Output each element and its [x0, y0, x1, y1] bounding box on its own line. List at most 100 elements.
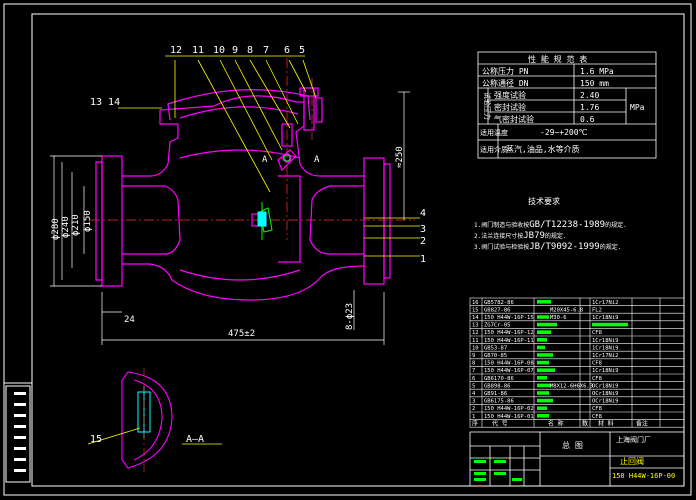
part-code: GB53-87 [484, 345, 507, 351]
spec-header: 性 能 规 范 表 [528, 54, 587, 64]
parts-header-cell: 名 称 [548, 419, 564, 427]
note-1: 1.阀门制造与验收按GB/T12238-1989的规定. [474, 220, 627, 230]
spec-table: 性 能 规 范 表 公称压力 PN 1.6 MPa 公称通径 DN 150 mm… [477, 51, 657, 159]
parts-header-cell: 序 [472, 419, 478, 427]
part-code: 150 H44W-16P-08 [484, 361, 534, 367]
part-name-mark [537, 315, 549, 319]
balloon-13-14: 13 14 [90, 97, 120, 108]
part-no: 5 [472, 383, 475, 389]
notes-title: 技术要求 [528, 196, 560, 206]
part-name-mark [537, 360, 549, 365]
spec-test-group: 试验压力 [483, 92, 492, 120]
dim-d210: ϕ210 [71, 214, 81, 236]
section-leader [87, 427, 222, 445]
part-code: 150 H44W-16P-02 [484, 406, 534, 412]
part-material: OCr18Ni9 [592, 391, 619, 397]
leader-lines [118, 55, 420, 257]
part-name-mark [537, 338, 547, 342]
part-no: 12 [472, 330, 479, 336]
parts-header-cell: 代 号 [492, 419, 508, 427]
dim-bolts: 8-ϕ23 [345, 303, 355, 330]
part-material: CF8 [592, 361, 602, 367]
part-code: GB91-86 [484, 391, 507, 397]
note-2-prefix: 2.法兰连接尺寸按 [474, 232, 523, 240]
parts-header-cell: 材 料 [598, 419, 614, 427]
part-code: ZG7Cr-05 [484, 323, 511, 329]
part-no: 16 [472, 300, 479, 306]
dimension-labels: ϕ280 ϕ240 ϕ210 ϕ150 ≈250 475±2 24 8-ϕ23 [51, 146, 405, 339]
parts-header-cell: 数 [582, 419, 588, 427]
title-block: 总 图 上海阀门厂 止回阀 150 H44W-16P-00 [469, 431, 685, 487]
spec-medium-value: 蒸汽,油品,水等介质 [506, 144, 580, 154]
spec-medium-label: 适用介质 [480, 145, 508, 154]
spec-pn-label: 公称压力 PN [482, 66, 529, 76]
part-no: 9 [472, 353, 475, 359]
left-binding-strip [5, 385, 31, 483]
part-code: 150 H44W-16P-07 [484, 368, 534, 374]
part-code: GB70-85 [484, 353, 507, 359]
part-code: GB5782-86 [484, 300, 514, 306]
part-no: 4 [472, 391, 476, 397]
title-block-stamps [474, 460, 522, 481]
dim-d240: ϕ240 [61, 216, 71, 238]
part-no: 14 [472, 315, 479, 321]
spec-temp-value: -29~+200℃ [540, 128, 588, 137]
part-note: M30-6 [550, 315, 567, 321]
part-no: 6 [472, 376, 475, 382]
part-code: 150 H44W-16P-12 [484, 330, 534, 336]
section-arrows: A A [262, 155, 320, 165]
balloon-10: 10 [213, 45, 225, 56]
part-code: GB6175-86 [484, 399, 514, 405]
ref-1: 1 [420, 254, 426, 265]
view-arrow-a-left: A [262, 155, 268, 165]
spec-temp-label: 适用温度 [480, 128, 508, 137]
part-no: 3 [472, 399, 475, 405]
parts-header-cell: 备注 [636, 419, 648, 427]
part-no: 1 [472, 414, 475, 420]
part-name-mark [537, 391, 549, 395]
spec-test-unit: MPa [630, 103, 645, 112]
balloon-11: 11 [192, 45, 204, 56]
part-code: 150 H44W-16P-11 [484, 338, 534, 344]
spec-dn-value: 150 mm [580, 79, 609, 88]
dimension-lines [50, 91, 410, 345]
ref-3: 3 [420, 224, 426, 235]
part-no: 13 [472, 323, 479, 329]
section-label: A—A [186, 434, 204, 445]
note-3: 3.阀门试验与检验按JB/T9092-1999的规定. [474, 242, 621, 252]
part-code: 150 H44W-16P-01 [484, 414, 534, 420]
spec-seal-label: 密封试验 [494, 102, 526, 112]
spec-pn-value: 1.6 MPa [580, 67, 614, 76]
note-1-suffix: 的规定. [605, 221, 627, 229]
technical-notes: 技术要求 1.阀门制造与验收按GB/T12238-1989的规定. 2.法兰连接… [474, 196, 627, 252]
view-arrow-a-right: A [314, 155, 320, 165]
part-code: 150 H44W-16P-15 [484, 315, 534, 321]
balloon-6: 6 [284, 45, 290, 56]
part-name-mark [537, 383, 551, 388]
note-1-prefix: 1.阀门制造与验收按 [474, 221, 529, 229]
note-3-code: JB/T9092-1999 [529, 242, 599, 252]
dim-d280: ϕ280 [51, 218, 61, 240]
part-name-mark [537, 330, 551, 334]
balloon-8: 8 [247, 45, 253, 56]
balloon-7: 7 [263, 45, 269, 56]
part-no: 2 [472, 406, 475, 412]
part-no: 8 [472, 361, 475, 367]
title-company: 上海阀门厂 [616, 435, 651, 444]
part-material: 1Cr18Ni9 [592, 345, 619, 351]
drawing-frame [3, 3, 692, 496]
part-name-mark [537, 398, 553, 403]
ref-4: 4 [420, 208, 426, 219]
spec-dn-label: 公称通径 DN [482, 78, 529, 88]
part-material: OCr18Ni9 [592, 383, 619, 389]
title-product: 止回阀 [620, 456, 644, 466]
part-no: 7 [472, 368, 475, 374]
part-name-mark [537, 322, 557, 327]
part-name-mark [537, 368, 555, 372]
note-1-code: GB/T12238-1989 [529, 220, 605, 230]
part-material: 1Cr18Ni9 [592, 368, 619, 374]
part-material: OCr18Ni9 [592, 399, 619, 405]
dim-flange: 24 [124, 315, 135, 325]
part-name-mark [537, 414, 549, 418]
